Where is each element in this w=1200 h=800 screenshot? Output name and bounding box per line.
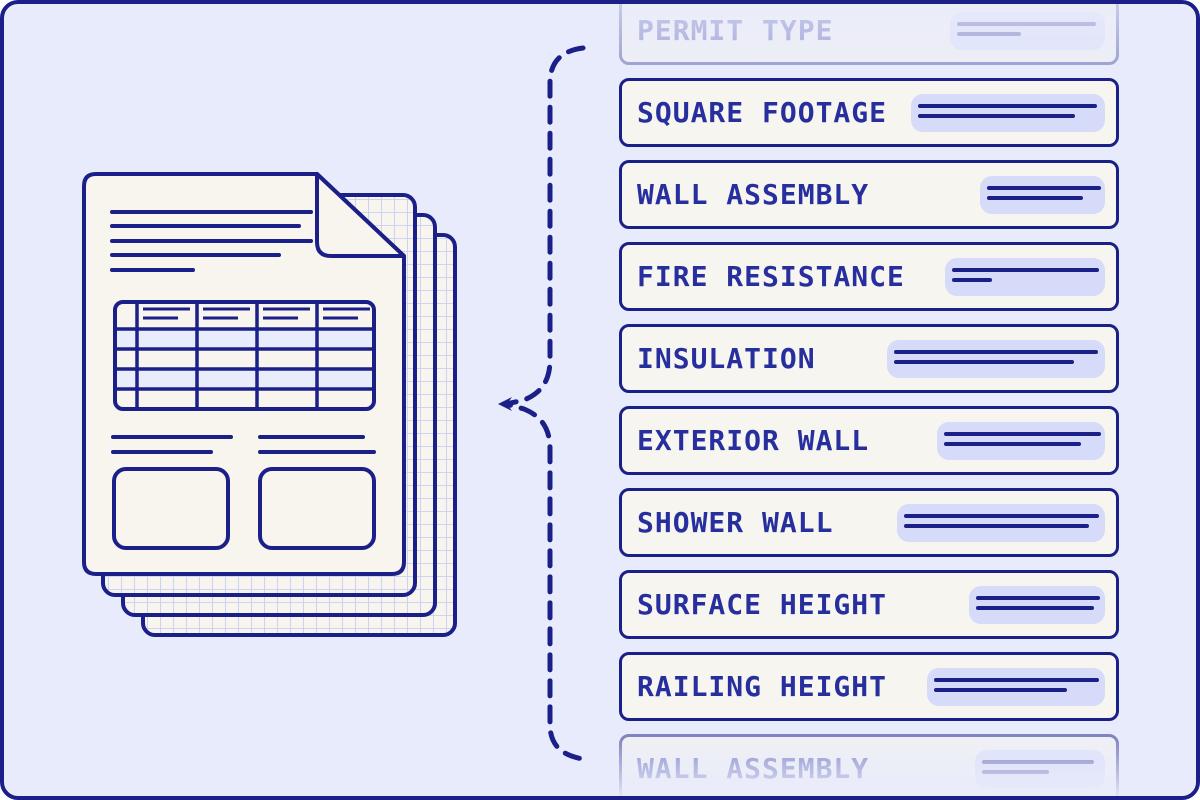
field-row[interactable]: RAILING HEIGHT: [619, 652, 1119, 721]
field-label: EXTERIOR WALL: [637, 424, 870, 457]
field-row[interactable]: PERMIT TYPE: [619, 4, 1119, 65]
field-list: PERMIT TYPE SQUARE FOOTAGE WALL ASSEMBLY…: [619, 4, 1119, 796]
field-label: PERMIT TYPE: [637, 14, 834, 47]
field-row[interactable]: EXTERIOR WALL: [619, 406, 1119, 475]
field-label: RAILING HEIGHT: [637, 670, 888, 703]
field-label: WALL ASSEMBLY: [637, 752, 870, 785]
field-value-pill: [980, 175, 1105, 214]
brace-arrow-tip: [498, 397, 512, 411]
document-caption-lines: [111, 435, 376, 454]
field-value-pill: [937, 421, 1105, 460]
value-line-2: [934, 687, 1067, 692]
field-value-pill: [927, 667, 1105, 706]
value-line-1: [982, 759, 1094, 764]
field-value-pill: [887, 339, 1105, 378]
value-line-2: [982, 769, 1049, 774]
value-line-1: [894, 349, 1098, 354]
field-row[interactable]: SURFACE HEIGHT: [619, 570, 1119, 639]
value-line-2: [904, 523, 1089, 528]
field-row[interactable]: SQUARE FOOTAGE: [619, 78, 1119, 147]
document-box-left: [112, 467, 230, 550]
field-row[interactable]: WALL ASSEMBLY: [619, 160, 1119, 229]
field-label: FIRE RESISTANCE: [637, 260, 905, 293]
value-line-1: [976, 595, 1100, 600]
value-line-1: [944, 431, 1101, 436]
value-line-2: [987, 195, 1083, 200]
field-row[interactable]: WALL ASSEMBLY: [619, 734, 1119, 796]
value-line-1: [957, 21, 1096, 26]
field-value-pill: [969, 585, 1105, 624]
field-row[interactable]: INSULATION: [619, 324, 1119, 393]
value-line-1: [918, 103, 1097, 108]
value-line-2: [894, 359, 1074, 364]
value-line-2: [918, 113, 1075, 118]
value-line-1: [934, 677, 1099, 682]
document-stack-illustration: [82, 45, 586, 762]
field-label: SQUARE FOOTAGE: [637, 96, 888, 129]
field-label: INSULATION: [637, 342, 816, 375]
field-value-pill: [975, 749, 1105, 788]
document-text-lines: [110, 210, 313, 272]
field-value-pill: [945, 257, 1105, 296]
value-line-1: [904, 513, 1099, 518]
value-line-2: [957, 31, 1021, 36]
value-line-2: [944, 441, 1081, 446]
value-line-2: [976, 605, 1094, 610]
field-label: SHOWER WALL: [637, 506, 834, 539]
field-row[interactable]: SHOWER WALL: [619, 488, 1119, 557]
field-value-pill: [950, 11, 1105, 50]
field-value-pill: [897, 503, 1105, 542]
document-table: [113, 300, 376, 411]
document-box-right: [258, 467, 376, 550]
value-line-1: [952, 267, 1099, 272]
brace-connector: [505, 45, 586, 762]
field-label: SURFACE HEIGHT: [637, 588, 888, 621]
field-row[interactable]: FIRE RESISTANCE: [619, 242, 1119, 311]
value-line-2: [952, 277, 992, 282]
value-line-1: [987, 185, 1101, 190]
field-value-pill: [911, 93, 1105, 132]
folded-corner: [315, 172, 406, 258]
field-label: WALL ASSEMBLY: [637, 178, 870, 211]
